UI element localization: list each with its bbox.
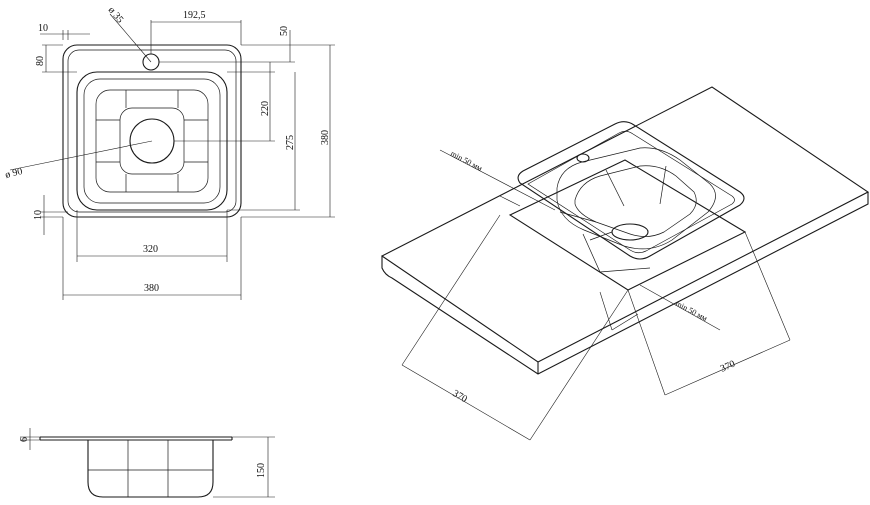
dim-line (627, 289, 666, 396)
dim-line (664, 339, 791, 396)
top-view: 10 ø 35 192,5 80 50 220 275 380 (4, 5, 335, 300)
dim-label-tap-top: 50 (279, 26, 290, 36)
countertop-cutout (508, 159, 747, 291)
dim-label-bowl-width: 320 (143, 244, 158, 255)
iso-sink-rim-inner (527, 130, 735, 254)
dim-label-cutout-right: 370 (719, 359, 737, 375)
dim-label-bowl-inner: 275 (285, 135, 296, 150)
iso-bowl-line (582, 233, 601, 273)
dim-line (639, 284, 721, 331)
iso-bowl-bottom (574, 165, 697, 237)
dim-label-edge: 10 (38, 23, 48, 34)
iso-view: min 50 мм min 50 мм 370 370 (380, 86, 870, 441)
iso-drain (611, 223, 649, 241)
dim-label-flange: 6 (19, 437, 30, 442)
sink-rim-inner-edge (67, 49, 237, 213)
dim-line (744, 231, 791, 341)
countertop-thickness (381, 192, 869, 375)
dim-line (499, 195, 521, 207)
dim-label-total-width: 380 (144, 283, 159, 294)
label-min-gap-right: min 50 мм (674, 299, 709, 323)
dim-label-tap-side: 80 (35, 56, 46, 66)
dim-label-depth: 150 (256, 463, 267, 478)
dim-label-bottom-edge: 10 (33, 210, 44, 220)
dim-line (611, 313, 639, 331)
dim-line (9, 140, 153, 171)
iso-sink-rim-outer (517, 121, 745, 260)
iso-bowl-line (559, 211, 597, 223)
label-min-gap-left: min 50 мм (449, 149, 484, 173)
dim-label-total-height: 380 (320, 130, 331, 145)
dim-label-bowl-depth-inner: 220 (260, 101, 271, 116)
dim-label-tap-position: 192,5 (183, 10, 206, 21)
iso-bowl-line (605, 169, 625, 207)
iso-bowl-line (599, 267, 651, 273)
dim-label-tap-diameter: ø 35 (106, 5, 126, 25)
dim-line (599, 291, 613, 331)
sink-outer-rim (62, 44, 242, 218)
dim-line (439, 149, 556, 211)
iso-bowl-outline (556, 147, 716, 250)
iso-bowl-line (659, 165, 667, 205)
side-bowl-profile (87, 440, 214, 498)
dim-line (529, 289, 629, 441)
side-view: 6 150 (19, 428, 275, 498)
dim-line (109, 13, 152, 63)
dim-line (401, 214, 501, 366)
dim-line (401, 364, 531, 441)
iso-bowl-line (589, 231, 613, 241)
dim-label-drain-diameter: ø 90 (4, 166, 24, 181)
